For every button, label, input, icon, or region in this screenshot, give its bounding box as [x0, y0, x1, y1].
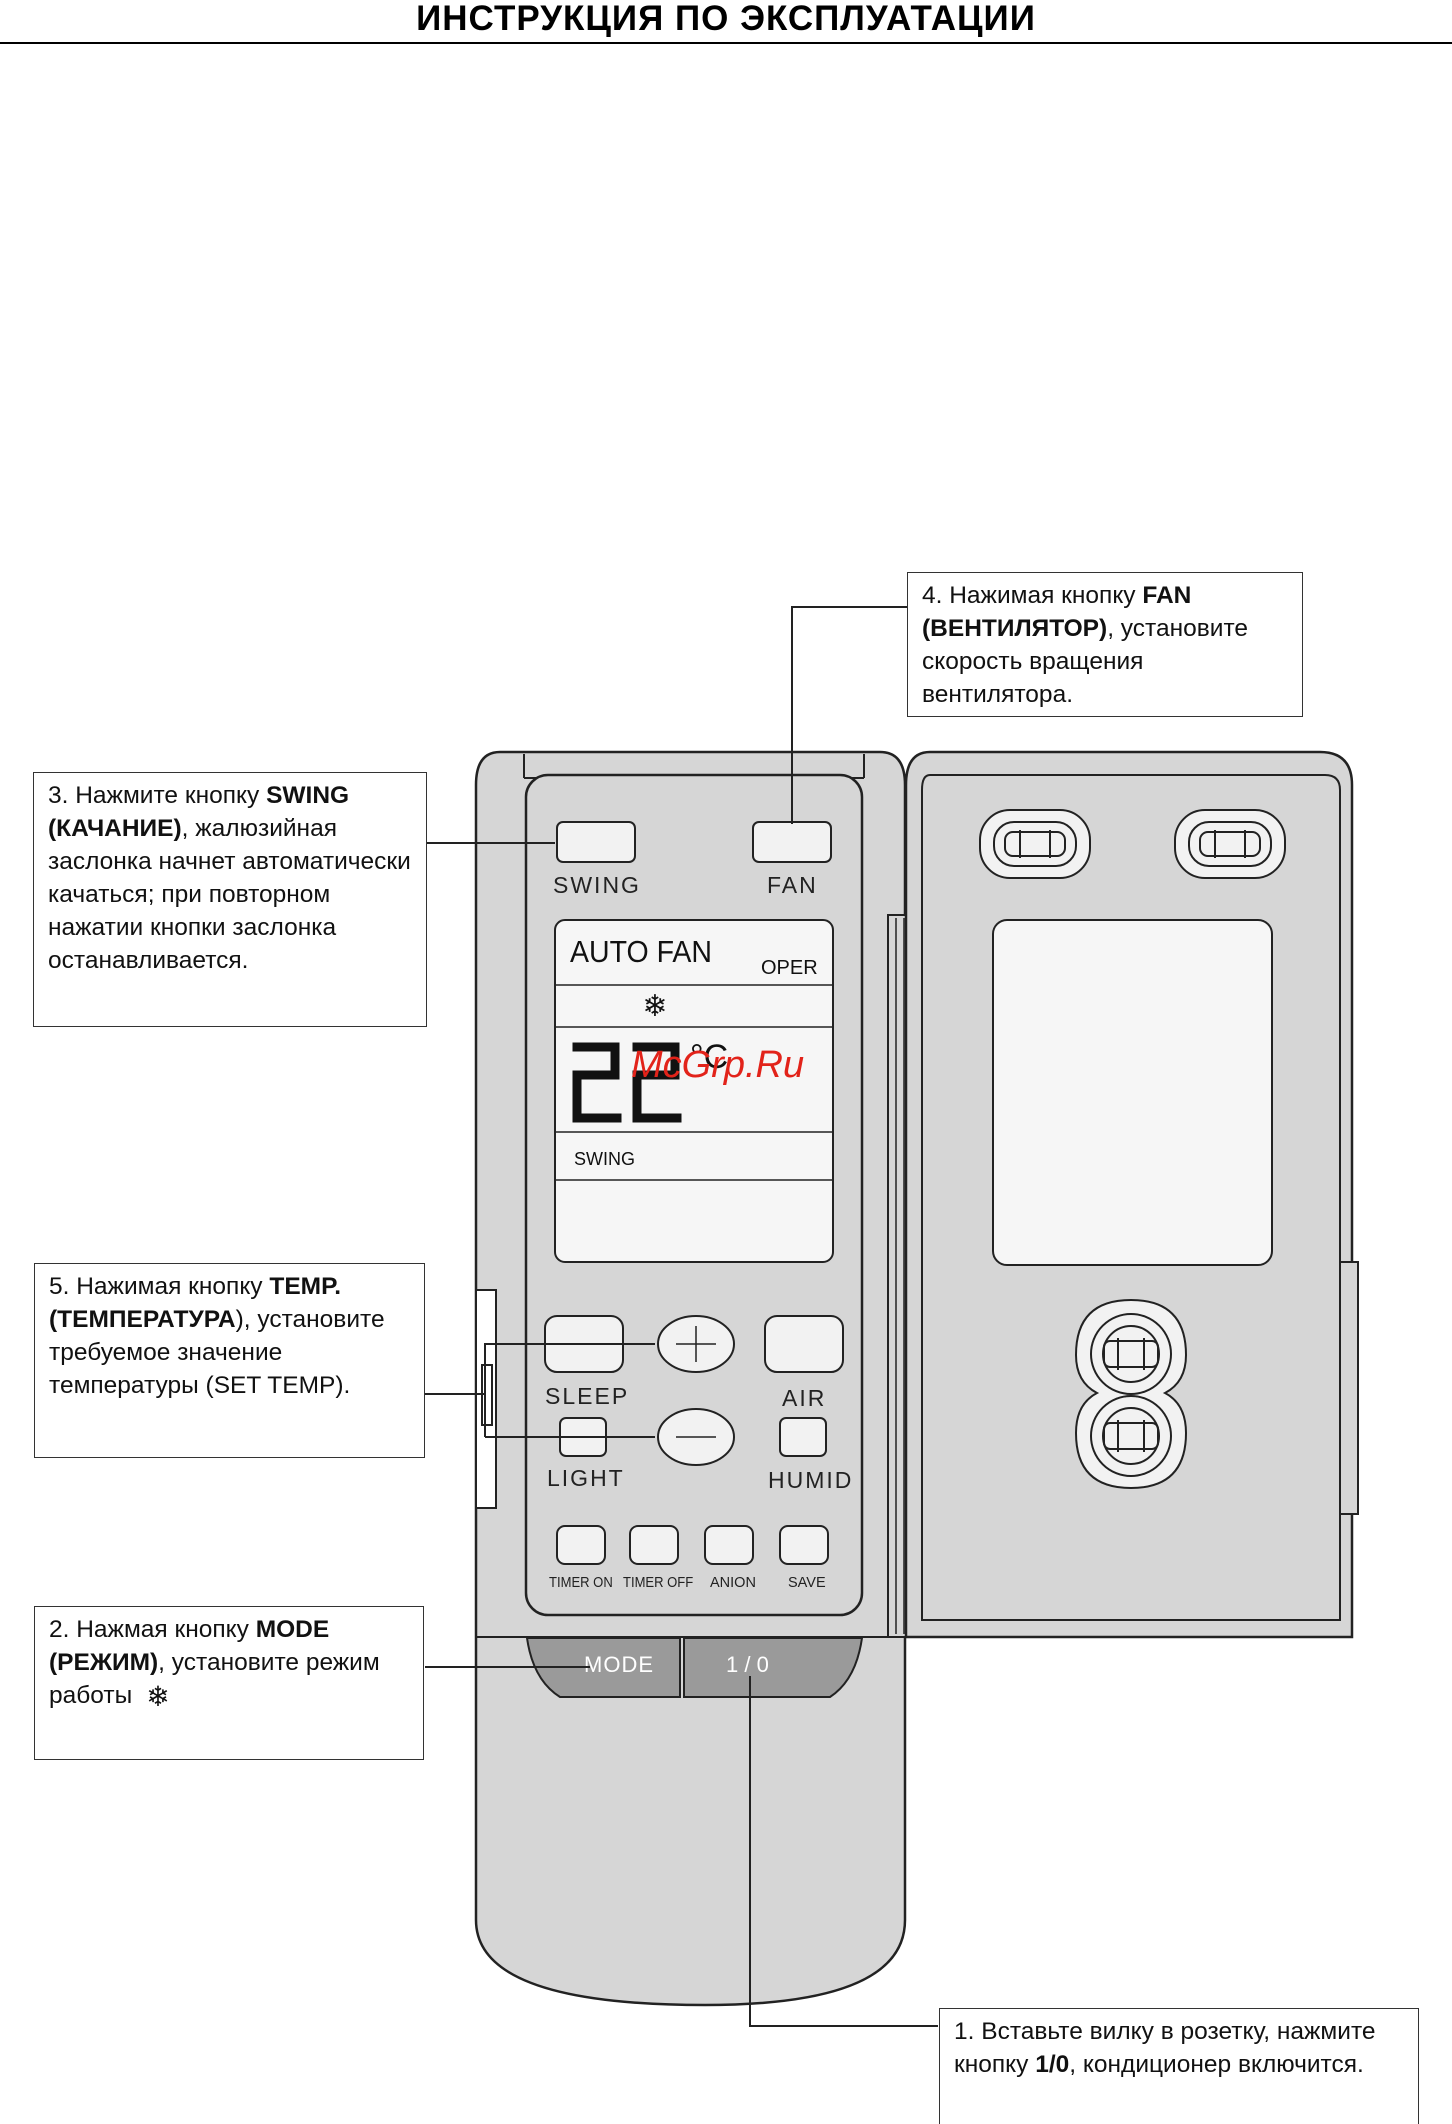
sleep-label: SLEEP: [545, 1383, 629, 1409]
callout-text-run: MODE: [255, 1616, 330, 1643]
swing-button: [556, 821, 636, 863]
callout-text-run: SWING: [266, 782, 350, 809]
light-label: LIGHT: [547, 1465, 625, 1491]
callout-step-3: 3. Нажмите кнопку SWING (КАЧАНИЕ), жалюз…: [33, 772, 427, 1027]
callout-text-run: 5. Нажимая кнопку: [49, 1273, 270, 1300]
timer-off-label: TIMER OFF: [623, 1574, 693, 1590]
lcd-auto-fan: AUTO FAN: [570, 935, 712, 969]
lcd-snowflake-icon: ❄: [642, 990, 667, 1023]
save-label: SAVE: [788, 1575, 826, 1591]
title-divider: [0, 42, 1452, 44]
timer-off-button: [629, 1525, 679, 1565]
callout-text-run: (РЕЖИМ): [49, 1649, 159, 1676]
callout-text-run: , кондиционер включится.: [1069, 2051, 1364, 2078]
callout-text-run: (ТЕМПЕРАТУРА: [49, 1306, 236, 1333]
swing-label: SWING: [553, 872, 641, 898]
lcd-display: [554, 919, 834, 1263]
callout-step-4: 4. Нажимая кнопку FAN (ВЕНТИЛЯТОР), уста…: [907, 572, 1303, 717]
callout-text-run: (КАЧАНИЕ): [48, 815, 182, 842]
lcd-unit: °C: [690, 1038, 728, 1076]
callout-step-3-text: 3. Нажмите кнопку SWING (КАЧАНИЕ), жалюз…: [48, 782, 411, 974]
cover-latch-left: [979, 809, 1091, 879]
power-button: [683, 1637, 864, 1698]
page-title: ИНСТРУКЦИЯ ПО ЭКСПЛУАТАЦИИ: [416, 0, 1036, 38]
lcd-temperature: [572, 1042, 682, 1123]
callout-text-run: 4. Нажимая кнопку: [922, 582, 1143, 609]
snowflake-icon: ❄: [146, 1681, 170, 1712]
callout-step-2: 2. Нажмая кнопку MODE (РЕЖИМ), установит…: [34, 1606, 424, 1760]
anion-button: [704, 1525, 754, 1565]
fan-label: FAN: [767, 872, 818, 898]
callout-text-run: FAN: [1142, 582, 1192, 609]
cover-window: [992, 919, 1273, 1266]
lcd-oper: OPER: [761, 957, 818, 979]
callout-step-5: 5. Нажимая кнопку TEMP. (ТЕМПЕРАТУРА), у…: [34, 1263, 425, 1458]
callout-text-run: (ВЕНТИЛЯТОР): [922, 615, 1108, 642]
humid-button: [779, 1417, 827, 1457]
fan-button: [752, 821, 832, 863]
callout-text-run: 1. Вставьте вилку в розетку, нажмите кно…: [954, 2018, 1376, 2078]
air-label: AIR: [782, 1385, 826, 1411]
callout-step-5-text: 5. Нажимая кнопку TEMP. (ТЕМПЕРАТУРА), у…: [49, 1273, 385, 1399]
callout-text-run: TEMP.: [269, 1273, 342, 1300]
timer-on-button: [556, 1525, 606, 1565]
air-button: [764, 1315, 844, 1373]
cover-screw-holes: [1074, 1298, 1188, 1490]
timer-on-label: TIMER ON: [549, 1574, 613, 1590]
cover-clip: [1339, 1261, 1359, 1515]
callout-text-run: 1/0: [1035, 2051, 1070, 2078]
watermark: McGrp.Ru: [631, 1044, 804, 1086]
callout-text-run: ), установите требуемое значение темпера…: [49, 1306, 385, 1399]
mode-label: MODE: [584, 1652, 654, 1677]
callout-step-2-text: 2. Нажмая кнопку MODE (РЕЖИМ), установит…: [49, 1616, 380, 1709]
cover-latch-right: [1174, 809, 1286, 879]
lcd-swing: SWING: [574, 1149, 635, 1169]
leader-lines: [424, 606, 938, 2027]
humid-label: HUMID: [768, 1467, 853, 1493]
anion-label: ANION: [710, 1575, 756, 1591]
mode-button: [525, 1637, 681, 1698]
callout-text-run: , установите режим работы: [49, 1649, 380, 1709]
callout-step-1: 1. Вставьте вилку в розетку, нажмите кно…: [939, 2008, 1419, 2124]
power-label: 1 / 0: [726, 1652, 769, 1677]
save-button: [779, 1525, 829, 1565]
callout-text-run: 3. Нажмите кнопку: [48, 782, 267, 809]
callout-step-4-text: 4. Нажимая кнопку FAN (ВЕНТИЛЯТОР), уста…: [922, 582, 1248, 708]
callout-text-run: , установите скорость вращения вентилято…: [922, 615, 1249, 708]
callout-text-run: , жалюзийная заслонка начнет автоматичес…: [48, 815, 411, 974]
callout-text-run: 2. Нажмая кнопку: [49, 1616, 256, 1643]
callout-step-1-text: 1. Вставьте вилку в розетку, нажмите кно…: [954, 2018, 1376, 2078]
